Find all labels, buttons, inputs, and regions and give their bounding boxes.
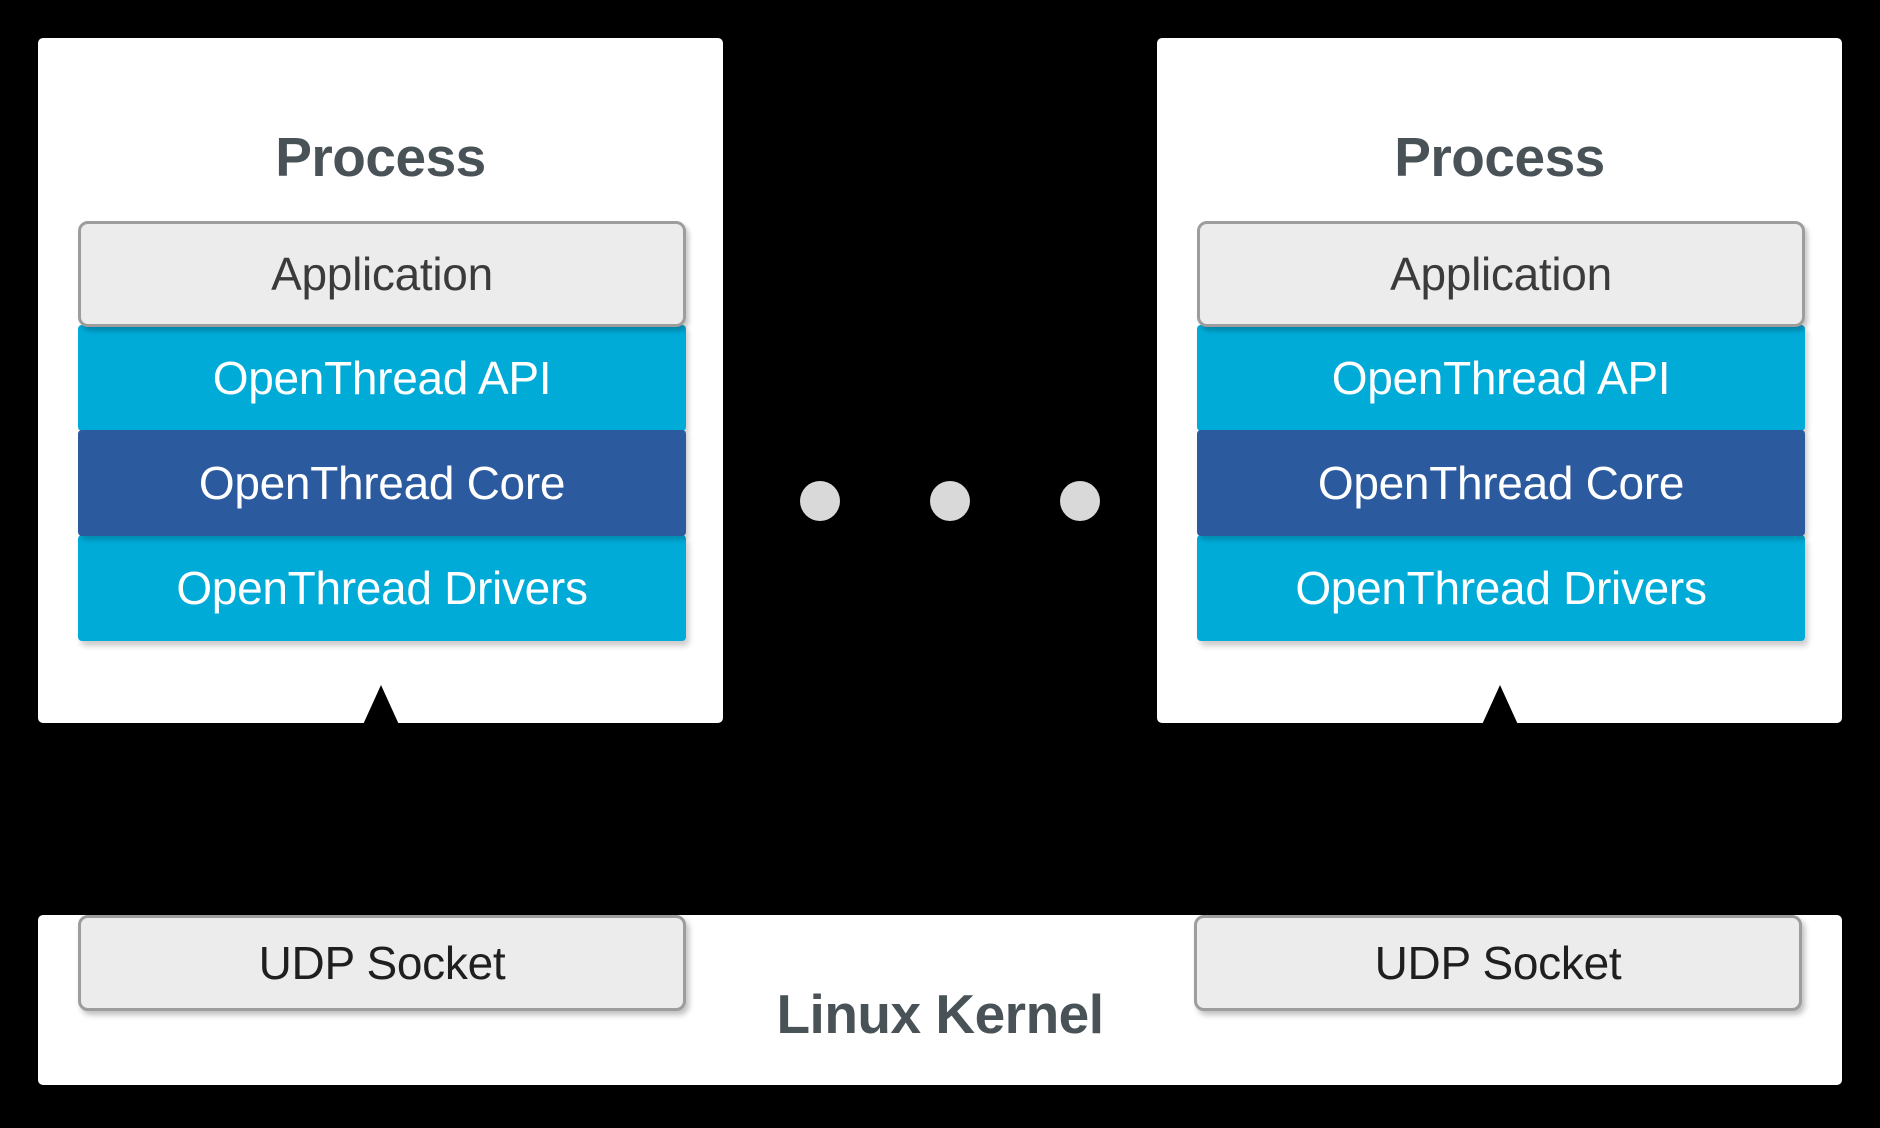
layer-application-right: Application bbox=[1197, 221, 1805, 327]
arrow-up-icon-left bbox=[360, 685, 401, 765]
linux-kernel-title: Linux Kernel bbox=[776, 983, 1104, 1045]
layer-openthread-core-right: OpenThread Core bbox=[1197, 430, 1805, 536]
layer-stack-left: Application OpenThread API OpenThread Co… bbox=[78, 221, 686, 641]
ellipsis-dot bbox=[800, 481, 840, 521]
layer-openthread-api-right: OpenThread API bbox=[1197, 325, 1805, 431]
udp-socket-box-right: UDP Socket bbox=[1194, 915, 1802, 1011]
layer-openthread-api-left: OpenThread API bbox=[78, 325, 686, 431]
ellipsis-dot bbox=[1060, 481, 1100, 521]
layer-openthread-core-left: OpenThread Core bbox=[78, 430, 686, 536]
layer-application-left: Application bbox=[78, 221, 686, 327]
process-panel-right: Process Application OpenThread API OpenT… bbox=[1157, 38, 1842, 765]
layer-stack-right: Application OpenThread API OpenThread Co… bbox=[1197, 221, 1805, 641]
ellipsis-dot bbox=[930, 481, 970, 521]
arrow-up-icon-right bbox=[1479, 685, 1520, 765]
linux-kernel-panel: Linux Kernel UDP Socket UDP Socket bbox=[38, 915, 1842, 1085]
horizontal-ellipsis-icon bbox=[800, 480, 1100, 522]
layer-openthread-drivers-left: OpenThread Drivers bbox=[78, 535, 686, 641]
layer-openthread-drivers-right: OpenThread Drivers bbox=[1197, 535, 1805, 641]
udp-socket-box-left: UDP Socket bbox=[78, 915, 686, 1011]
process-title-right: Process bbox=[1394, 126, 1605, 188]
process-panel-left: Process Application OpenThread API OpenT… bbox=[38, 38, 723, 765]
process-title-left: Process bbox=[275, 126, 486, 188]
